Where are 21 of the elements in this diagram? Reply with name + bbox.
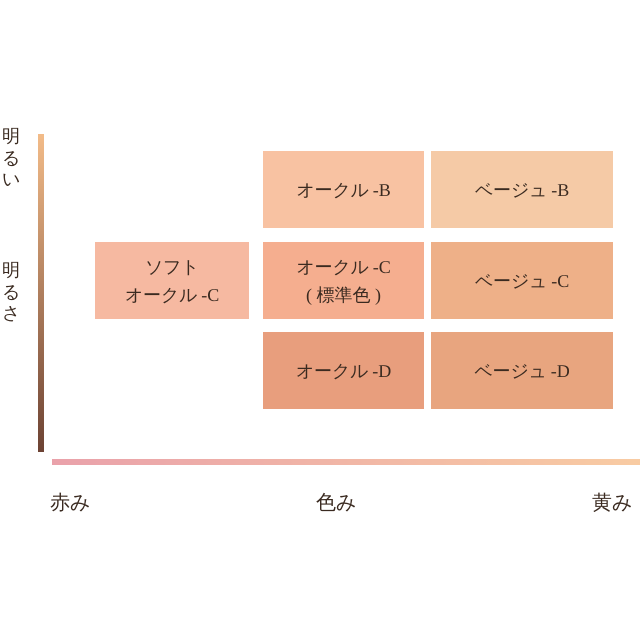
shade-box xyxy=(431,242,613,319)
shade-name: オークル -C xyxy=(124,284,220,306)
axis-label: 黄み xyxy=(592,491,632,516)
shade-name: ベージュ -C xyxy=(474,270,570,292)
shade-box xyxy=(431,332,613,409)
shade-box xyxy=(95,242,249,319)
shade-name: ベージュ -D xyxy=(474,360,570,382)
axis-label: 明るい xyxy=(2,126,20,191)
shade-box xyxy=(431,151,613,228)
shade-box xyxy=(263,332,424,409)
shade-name: オークル -D xyxy=(296,360,392,382)
shade-name: オークル -B xyxy=(296,178,391,202)
shade-name: ベージュ -B xyxy=(474,178,570,202)
axis-label: 色み xyxy=(316,491,356,516)
shade-box xyxy=(263,151,424,228)
axis-label: 明るさ xyxy=(2,260,20,325)
shade-name: オークル -C xyxy=(296,256,391,278)
shade-name: ( 標準色 ) xyxy=(306,284,381,307)
axis-label: 赤み xyxy=(50,491,90,516)
shade-name: ソフト xyxy=(145,256,199,278)
shade-box xyxy=(263,242,424,319)
